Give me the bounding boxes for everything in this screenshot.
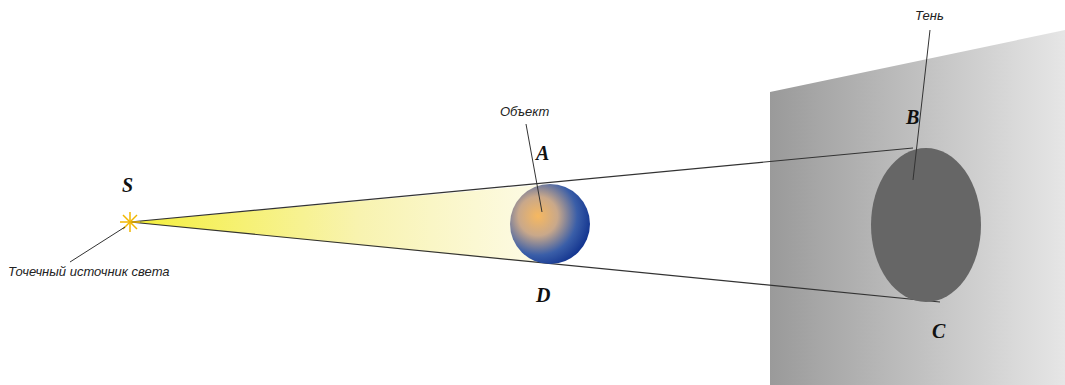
leader-line — [526, 124, 542, 212]
point-letter: C — [932, 320, 945, 343]
screen — [770, 30, 1065, 385]
caption-label: Тень — [915, 8, 944, 23]
object-sphere — [510, 184, 590, 264]
leader-line — [70, 227, 125, 262]
caption-label: Точечный источник света — [8, 264, 170, 279]
point-letter: A — [536, 142, 549, 165]
leader-line — [913, 30, 930, 180]
light-cone — [130, 184, 548, 264]
point-letter: B — [906, 106, 919, 129]
light-star — [120, 212, 140, 232]
caption-label: Объект — [500, 104, 549, 119]
shadow-ellipse — [871, 148, 981, 302]
point-letter: D — [536, 284, 550, 307]
point-letter: S — [122, 174, 133, 197]
